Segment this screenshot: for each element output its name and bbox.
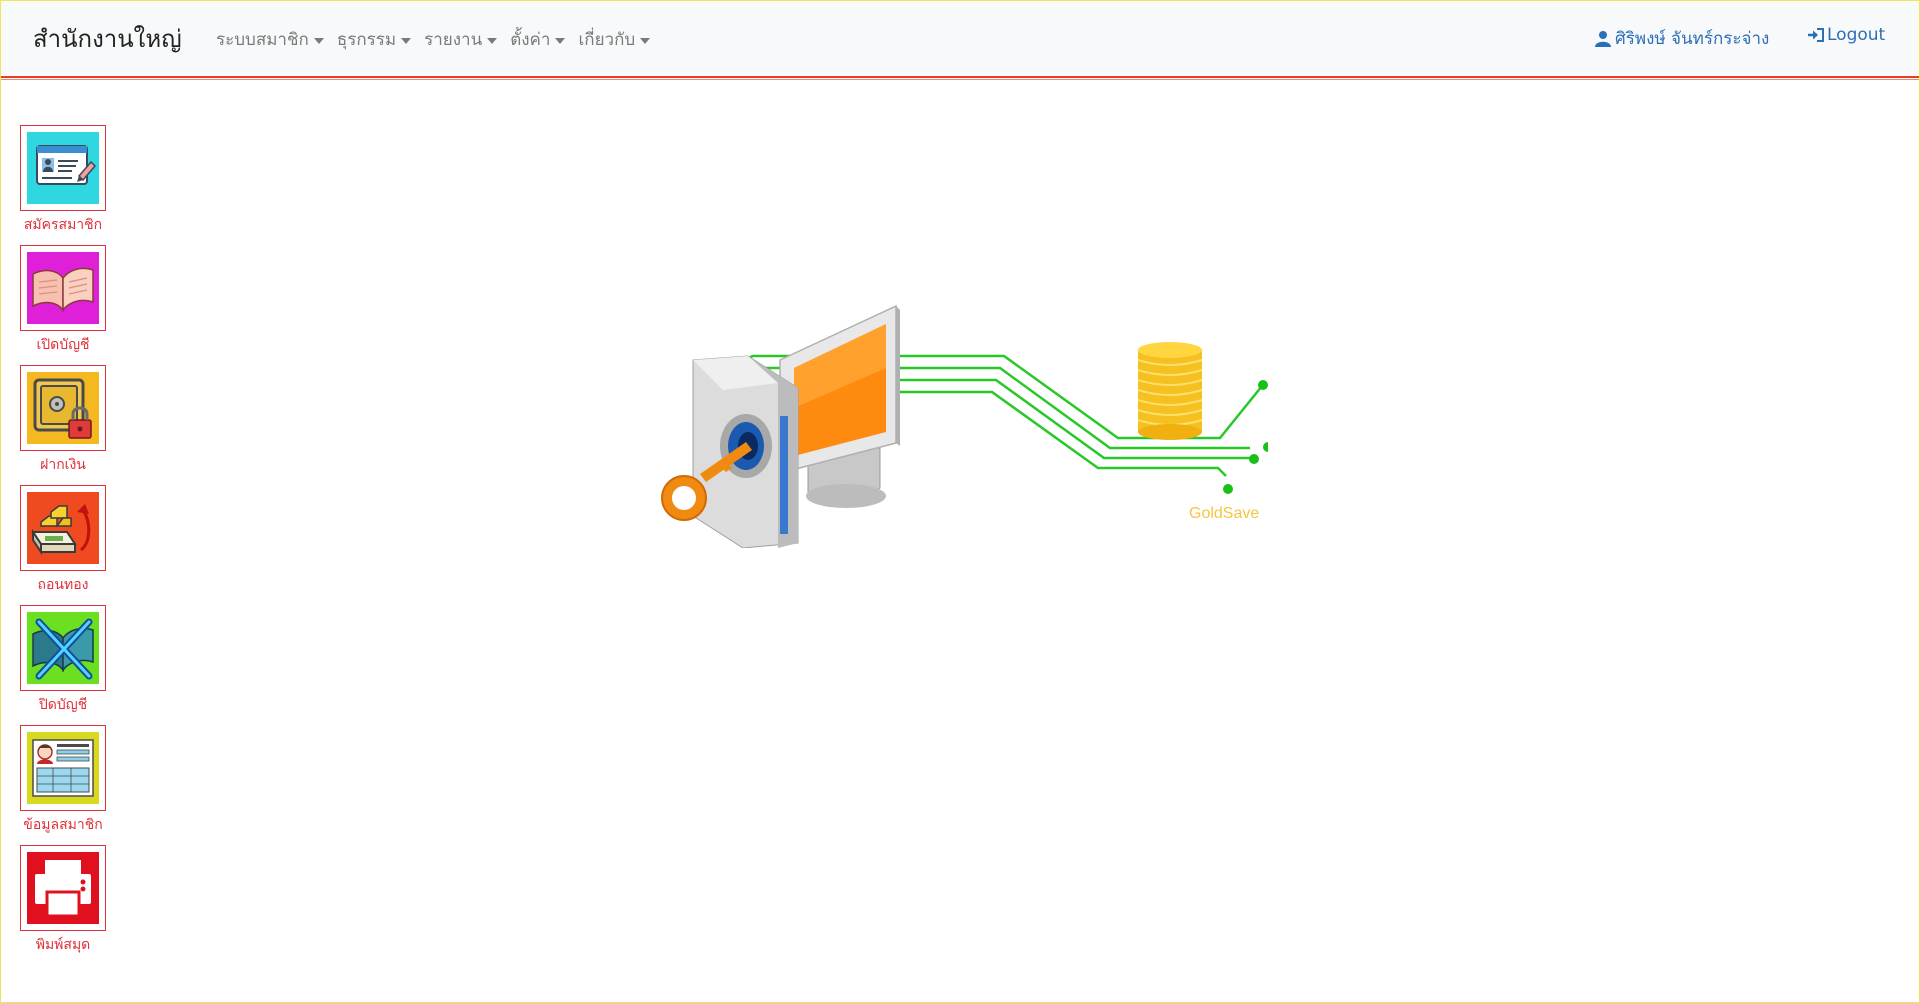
tile-frame (20, 845, 106, 931)
brand-title[interactable]: สำนักงานใหญ่ (33, 25, 182, 53)
tile-frame (20, 365, 106, 451)
sidebar-item-open-account[interactable]: เปิดบัญชี (20, 245, 106, 356)
goldsave-illustration (661, 304, 1268, 548)
safe-lock-icon (692, 355, 799, 548)
logout-label: Logout (1827, 25, 1886, 45)
tile-label: ถอนทอง (37, 577, 89, 593)
sidebar-item-close-account[interactable]: ปิดบัญชี (20, 605, 106, 716)
menu-label: ตั้งค่า (510, 30, 551, 50)
tile-frame (20, 125, 106, 211)
caret-down-icon (555, 38, 566, 44)
coin-stack-icon (1137, 342, 1203, 440)
tile-frame (20, 605, 106, 691)
tile-label: เปิดบัญชี (36, 337, 90, 353)
menu-member-system[interactable]: ระบบสมาชิก (216, 26, 324, 53)
sidebar-item-print-book[interactable]: พิมพ์สมุด (20, 845, 106, 956)
circuit-nodes (1223, 380, 1268, 494)
tile-frame (20, 725, 106, 811)
caret-down-icon (640, 38, 651, 44)
caret-down-icon (313, 38, 324, 44)
sidebar-item-register[interactable]: สมัครสมาชิก (20, 125, 106, 236)
caret-down-icon (401, 38, 412, 44)
tile-label: สมัครสมาชิก (23, 217, 103, 233)
user-name: ศิริพงษ์ จันทร์กระจ่าง (1615, 29, 1770, 49)
gold-withdraw-icon (27, 492, 99, 564)
menu-label: รายงาน (424, 30, 483, 50)
tile-label: พิมพ์สมุด (35, 937, 91, 953)
tile-label: ข้อมูลสมาชิก (23, 817, 103, 833)
menu-settings[interactable]: ตั้งค่า (510, 26, 566, 53)
menu-transaction[interactable]: ธุรกรรม (336, 26, 412, 53)
goldsave-caption: GoldSave (1189, 505, 1260, 522)
tile-label: ฝากเงิน (40, 457, 86, 473)
key-icon (661, 442, 752, 521)
tile-frame (20, 485, 106, 571)
sign-in-icon (1808, 28, 1824, 42)
sidebar-item-withdraw-gold[interactable]: ถอนทอง (20, 485, 106, 596)
monitor-icon (779, 304, 900, 508)
navbar: สำนักงานใหญ่ ระบบสมาชิก ธุรกรรม รายงาน ต… (1, 1, 1919, 75)
safe-deposit-icon (27, 372, 99, 444)
user-icon (1595, 31, 1611, 47)
printer-icon (27, 852, 99, 924)
menu-about[interactable]: เกี่ยวกับ (578, 26, 651, 53)
open-book-icon (27, 252, 99, 324)
member-register-icon (27, 132, 99, 204)
menu-label: ระบบสมาชิก (216, 30, 309, 50)
menu-label: ธุรกรรม (336, 30, 397, 50)
nav-divider-secondary (1, 79, 1919, 80)
close-account-icon (27, 612, 99, 684)
member-info-icon (27, 732, 99, 804)
user-menu[interactable]: ศิริพงษ์ จันทร์กระจ่าง (1595, 25, 1769, 52)
caret-down-icon (487, 38, 498, 44)
sidebar-item-deposit[interactable]: ฝากเงิน (20, 365, 106, 476)
menu-label: เกี่ยวกับ (578, 30, 636, 50)
main-menu: ระบบสมาชิก ธุรกรรม รายงาน ตั้งค่า เกี่ยว… (216, 26, 663, 53)
tile-frame (20, 245, 106, 331)
nav-divider (1, 76, 1919, 78)
menu-report[interactable]: รายงาน (424, 26, 498, 53)
logout-button[interactable]: Logout (1807, 25, 1885, 45)
tile-label: ปิดบัญชี (38, 697, 88, 713)
sidebar-item-member-info[interactable]: ข้อมูลสมาชิก (20, 725, 106, 836)
